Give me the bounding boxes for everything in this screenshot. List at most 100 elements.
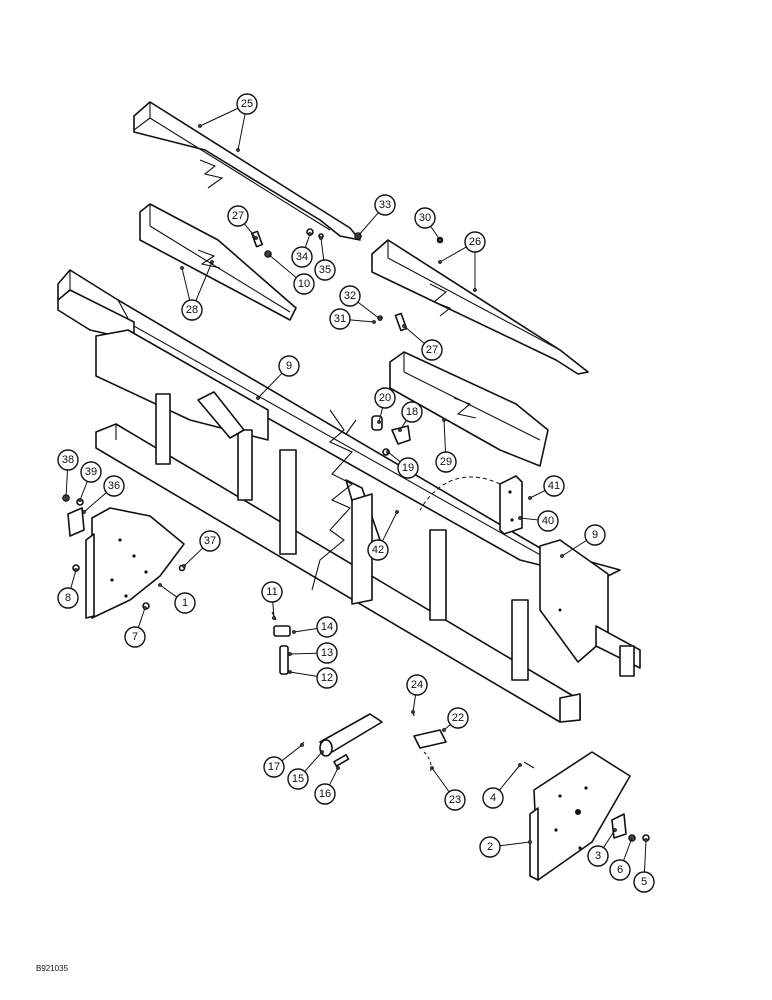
callout-26: 26 <box>438 231 486 292</box>
leader-tip <box>272 616 276 620</box>
callout-circle <box>374 194 396 216</box>
leader-tip <box>377 420 381 424</box>
leader-tip <box>336 766 340 770</box>
callout-12: 12 <box>288 667 338 689</box>
leader-line <box>439 246 467 263</box>
callout-10: 10 <box>266 252 315 295</box>
callout-label: 22 <box>452 712 464 724</box>
cylinder-15 <box>299 713 383 767</box>
leader-line <box>412 694 417 713</box>
callout-41: 41 <box>528 475 565 500</box>
callout-label: 14 <box>321 621 333 633</box>
leader-line <box>257 372 283 399</box>
leader-line <box>159 584 178 598</box>
leader-tip <box>236 148 240 152</box>
callout-24: 24 <box>406 674 428 714</box>
callout-circle <box>314 783 336 805</box>
callout-label: 31 <box>334 313 346 325</box>
leader-line <box>623 837 633 861</box>
leader-line <box>603 829 616 848</box>
callout-label: 7 <box>132 631 138 643</box>
callout-circle <box>447 707 469 729</box>
callout-circle <box>181 299 203 321</box>
leader-tip <box>528 840 532 844</box>
callout-circle <box>291 246 313 268</box>
callout-label: 3 <box>595 850 601 862</box>
angle-shield-26 <box>371 239 589 375</box>
leader-line <box>430 225 441 241</box>
callout-label: 12 <box>321 672 333 684</box>
clamp-18 <box>391 425 411 445</box>
leader-line <box>403 325 425 344</box>
callout-circle <box>103 475 125 497</box>
leader-tip <box>158 583 162 587</box>
callout-circle <box>124 626 146 648</box>
leader-tip <box>560 554 564 558</box>
callout-label: 2 <box>487 841 493 853</box>
leader-line <box>272 601 275 619</box>
leader-tip <box>411 710 415 714</box>
callout-label: 10 <box>298 278 310 290</box>
leader-line <box>382 511 398 542</box>
callout-3: 3 <box>587 828 617 867</box>
leader-tip <box>442 418 446 422</box>
pin-27b <box>394 312 408 332</box>
leader-tip <box>356 234 360 238</box>
leader-tip <box>438 260 442 264</box>
callout-circle <box>482 787 504 809</box>
leader-line <box>643 839 647 873</box>
callout-23: 23 <box>430 766 466 811</box>
leader-tip <box>288 652 292 656</box>
callout-circle <box>227 205 249 227</box>
callout-label: 25 <box>241 98 253 110</box>
leader-line <box>293 628 318 633</box>
leader-line <box>237 113 246 151</box>
callout-label: 9 <box>286 360 292 372</box>
callout-label: 13 <box>321 647 333 659</box>
callout-label: 23 <box>449 794 461 806</box>
callout-circle <box>609 859 631 881</box>
leader-line <box>304 751 323 772</box>
callout-circle <box>479 836 501 858</box>
callout-31: 31 <box>329 308 376 330</box>
callout-circle <box>316 616 338 638</box>
side-plate-1 <box>85 507 185 619</box>
leader-line <box>195 261 213 301</box>
leader-tip <box>64 496 68 500</box>
bracket-22 <box>412 709 447 773</box>
callout-circle <box>537 510 559 532</box>
callout-9: 9 <box>256 355 300 400</box>
main-frame <box>57 269 641 723</box>
leader-tip <box>442 728 446 732</box>
callout-circle <box>316 667 338 689</box>
callout-circle <box>316 642 338 664</box>
callout-7: 7 <box>124 606 147 648</box>
callout-circle <box>287 768 309 790</box>
leader-line <box>281 744 303 762</box>
callout-35: 35 <box>314 236 336 281</box>
leader-line <box>329 767 339 786</box>
callout-label: 18 <box>406 406 418 418</box>
callout-circle <box>397 457 419 479</box>
callout-label: 27 <box>232 210 244 222</box>
callout-label: 24 <box>411 679 423 691</box>
leader-line <box>387 451 401 463</box>
callout-22: 22 <box>442 707 469 732</box>
leader-line <box>399 420 407 431</box>
leader-tip <box>210 260 214 264</box>
leader-line <box>443 419 447 453</box>
leader-tip <box>518 763 522 767</box>
leader-tip <box>78 498 82 502</box>
leader-line <box>561 539 587 557</box>
callout-label: 26 <box>469 236 481 248</box>
leader-tip <box>528 496 532 500</box>
callout-27: 27 <box>227 205 258 240</box>
leader-line <box>79 481 88 501</box>
leader-tip <box>180 266 184 270</box>
callout-circle <box>584 524 606 546</box>
callout-18: 18 <box>398 401 423 432</box>
callout-5: 5 <box>633 838 655 893</box>
callout-27: 27 <box>402 324 443 361</box>
leader-tip <box>300 743 304 747</box>
callout-20: 20 <box>374 387 396 424</box>
